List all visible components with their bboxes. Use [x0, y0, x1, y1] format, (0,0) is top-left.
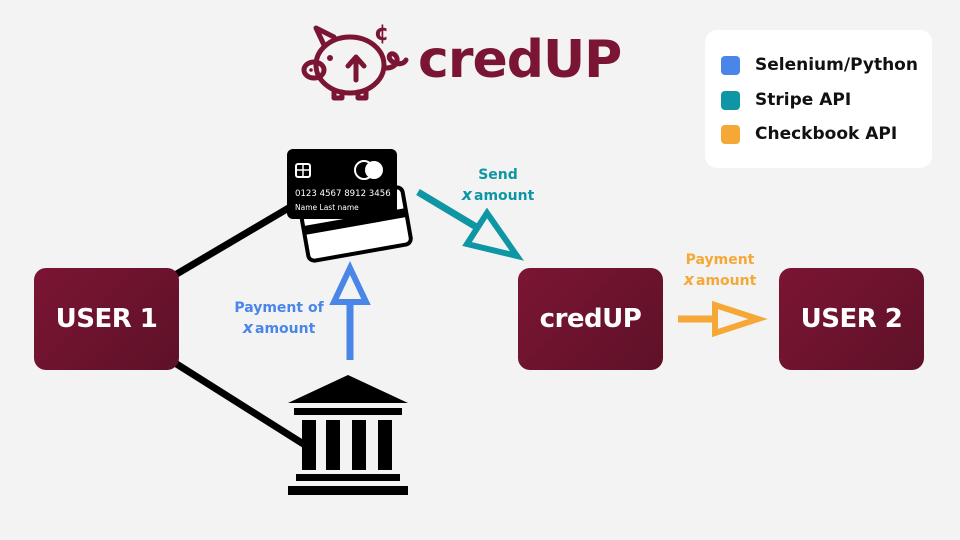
legend-label: Selenium/Python — [755, 55, 918, 75]
brand-logo-text: credUP — [418, 30, 622, 90]
piggy-bank-logo-icon: ¢ — [301, 21, 409, 101]
arrow-credup-to-user2-head — [712, 300, 768, 338]
edge-label-amount: amount — [255, 321, 316, 337]
legend-item-checkbook: Checkbook API — [721, 122, 897, 146]
user1-node: USER 1 — [34, 268, 179, 370]
edge-label-amount: amount — [696, 273, 757, 289]
edge-label-var: x — [242, 318, 254, 337]
edge-label-var: x — [683, 270, 695, 289]
arrow-card-to-credup-head — [462, 207, 524, 261]
credup-node: credUP — [518, 268, 663, 370]
credit-card-icon: 0123 4567 8912 3456 Name Last name — [287, 149, 413, 263]
legend-item-selenium: Selenium/Python — [721, 53, 918, 77]
legend-swatch-orange — [721, 124, 740, 144]
edge-label-amount: amount — [474, 188, 535, 204]
card-holder-name: Name Last name — [295, 203, 359, 212]
arrow-bank-to-card-head — [329, 260, 371, 305]
edge-label-line1: Payment of — [234, 300, 324, 316]
user2-node: USER 2 — [779, 268, 924, 370]
svg-text:¢: ¢ — [374, 21, 389, 46]
legend-swatch-blue — [721, 55, 740, 75]
edge-label-line1: Send — [478, 167, 518, 183]
legend-label: Stripe API — [755, 90, 852, 110]
legend: Selenium/Python Stripe API Checkbook API — [705, 30, 932, 168]
legend-item-stripe: Stripe API — [721, 88, 851, 112]
edge-label-var: x — [461, 185, 473, 204]
connector-user1-card — [173, 202, 294, 279]
legend-label: Checkbook API — [755, 124, 898, 144]
legend-swatch-teal — [721, 90, 740, 110]
bank-icon — [288, 375, 408, 495]
edge-label-line1: Payment — [685, 252, 755, 268]
card-number: 0123 4567 8912 3456 — [295, 189, 391, 199]
connector-user1-bank — [173, 360, 307, 448]
arrow-card-to-credup-shaft — [416, 188, 480, 232]
